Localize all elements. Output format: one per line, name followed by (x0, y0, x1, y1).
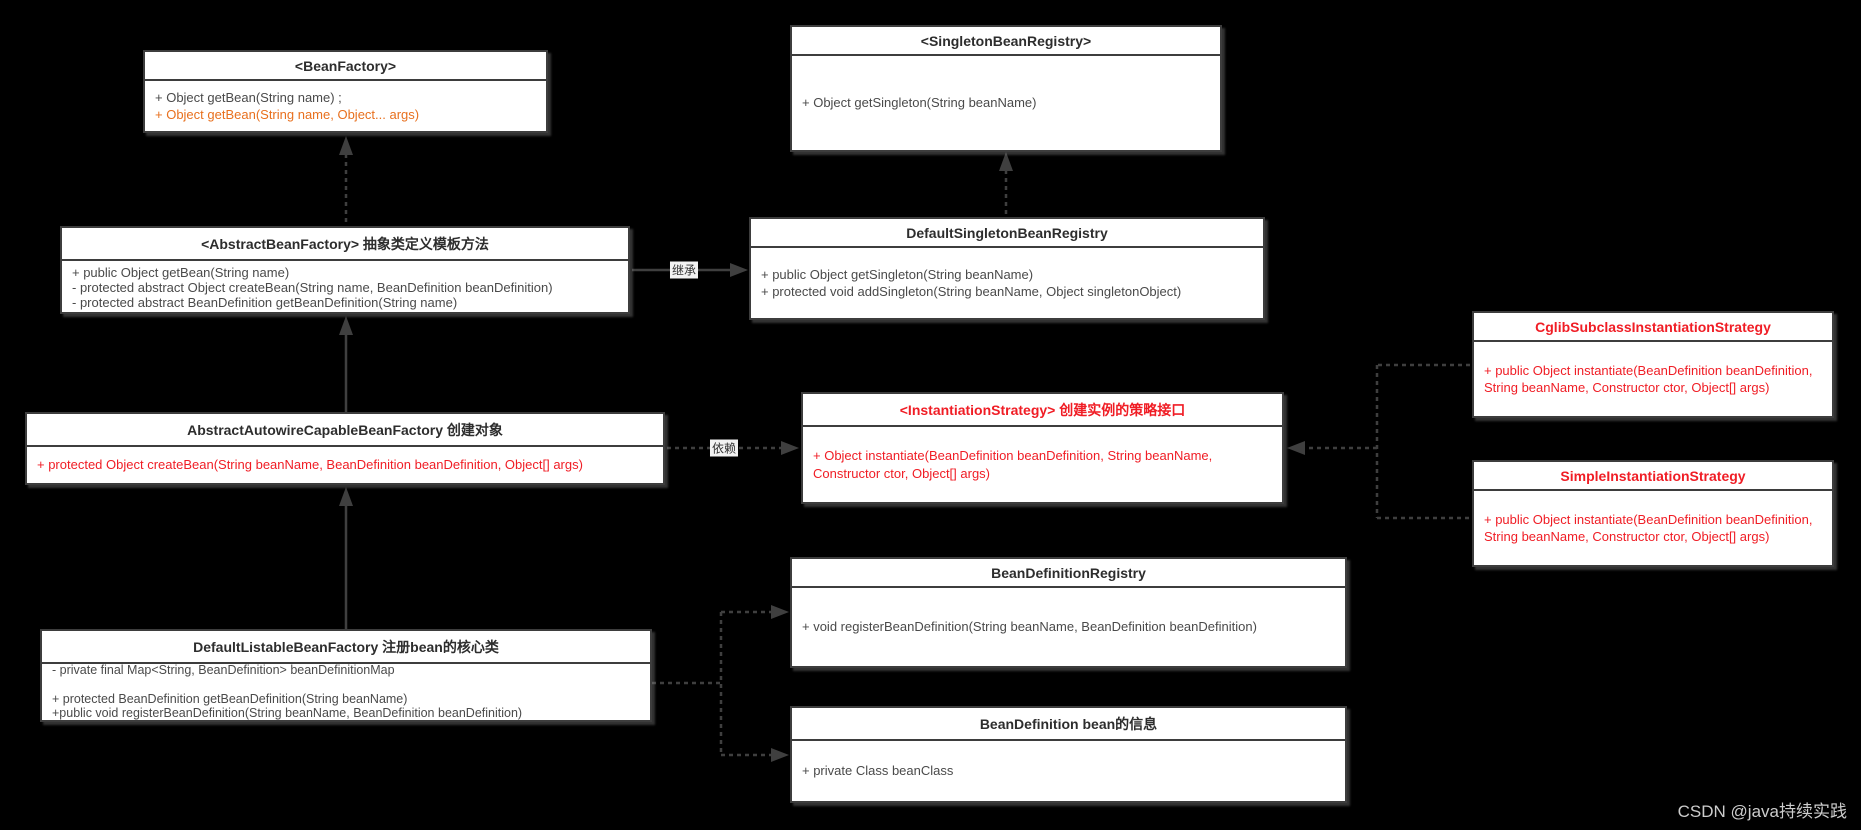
class-box-bean-definition: BeanDefinition bean的信息 + private Class b… (790, 706, 1347, 803)
class-box-simple-instantiation-strategy: SimpleInstantiationStrategy + public Obj… (1472, 460, 1834, 567)
class-body: + public Object getSingleton(String bean… (751, 248, 1263, 318)
class-title: <BeanFactory> (145, 52, 546, 81)
class-body: + Object instantiate(BeanDefinition bean… (803, 427, 1282, 502)
class-member: + protected void addSingleton(String bea… (761, 284, 1182, 299)
class-title: SimpleInstantiationStrategy (1474, 462, 1832, 491)
edge-dashed-arrow-defaultsingleton-to-singletonregistry (999, 152, 1013, 217)
class-member (52, 678, 640, 692)
edge-arrow-defaultlistable-to-autowire (339, 487, 353, 629)
class-body: + public Object getBean(String name) - p… (62, 261, 628, 312)
class-member: + public Object instantiate(BeanDefiniti… (1484, 362, 1813, 395)
class-title: DefaultSingletonBeanRegistry (751, 219, 1263, 248)
class-title: <AbstractBeanFactory> 抽象类定义模板方法 (62, 228, 628, 261)
class-box-singleton-bean-registry: <SingletonBeanRegistry> + Object getSing… (790, 25, 1222, 152)
class-title: CglibSubclassInstantiationStrategy (1474, 313, 1832, 342)
class-box-cglib-subclass-instantiation-strategy: CglibSubclassInstantiationStrategy + pub… (1472, 311, 1834, 418)
class-title: <InstantiationStrategy> 创建实例的策略接口 (803, 394, 1282, 427)
class-member: + public Object getBean(String name) (72, 265, 290, 280)
class-member: + Object getBean(String name) ; (155, 89, 342, 105)
class-title: <SingletonBeanRegistry> (792, 27, 1220, 56)
class-box-default-listable-bean-factory: DefaultListableBeanFactory 注册bean的核心类 - … (40, 629, 652, 722)
class-box-abstract-autowire-capable-bean-factory: AbstractAutowireCapableBeanFactory 创建对象 … (25, 412, 665, 485)
class-title: BeanDefinition bean的信息 (792, 708, 1345, 741)
class-box-abstract-bean-factory: <AbstractBeanFactory> 抽象类定义模板方法 + public… (60, 226, 630, 314)
class-body: + public Object instantiate(BeanDefiniti… (1474, 342, 1832, 416)
class-box-bean-definition-registry: BeanDefinitionRegistry + void registerBe… (790, 557, 1347, 668)
edge-label-depend: 依赖 (709, 439, 739, 457)
class-box-bean-factory: <BeanFactory> + Object getBean(String na… (143, 50, 548, 133)
class-title: DefaultListableBeanFactory 注册bean的核心类 (42, 631, 650, 664)
class-body: + void registerBeanDefinition(String bea… (792, 588, 1345, 666)
edge-dashed-arrow-abstractbeanfactory-to-beanfactory (339, 136, 353, 226)
edge-dashed-strategies-to-instantiationstrategy (1287, 363, 1470, 520)
class-body: + protected Object createBean(String bea… (27, 447, 663, 483)
class-member: + Object getSingleton(String beanName) (802, 95, 1037, 111)
class-member: + public Object instantiate(BeanDefiniti… (1484, 511, 1813, 544)
class-box-default-singleton-bean-registry: DefaultSingletonBeanRegistry + public Ob… (749, 217, 1265, 320)
edge-dashed-defaultlistable-to-registry-and-definition (652, 605, 789, 762)
class-box-instantiation-strategy: <InstantiationStrategy> 创建实例的策略接口 + Obje… (801, 392, 1284, 504)
class-member: + void registerBeanDefinition(String bea… (802, 619, 1257, 635)
class-title: BeanDefinitionRegistry (792, 559, 1345, 588)
class-member: + Object getBean(String name, Object... … (155, 107, 420, 122)
class-member: - private final Map<String, BeanDefiniti… (52, 664, 395, 678)
class-body: + Object getBean(String name) ; + Object… (145, 81, 546, 131)
class-member: +public void registerBeanDefinition(Stri… (52, 706, 523, 720)
class-title: AbstractAutowireCapableBeanFactory 创建对象 (27, 414, 663, 447)
class-member: - protected abstract Object createBean(S… (72, 280, 553, 295)
class-member: + public Object getSingleton(String bean… (761, 266, 1034, 282)
class-member: + protected Object createBean(String bea… (37, 457, 583, 473)
class-body: + Object getSingleton(String beanName) (792, 56, 1220, 150)
class-body: - private final Map<String, BeanDefiniti… (42, 664, 650, 720)
class-member: + private Class beanClass (802, 763, 954, 779)
class-member: + protected BeanDefinition getBeanDefini… (52, 692, 408, 706)
class-member: - protected abstract BeanDefinition getB… (72, 295, 458, 310)
edge-label-inherit: 继承 (669, 261, 699, 279)
edge-arrow-autowire-to-abstractbeanfactory (339, 316, 353, 412)
watermark: CSDN @java持续实践 (1677, 802, 1847, 821)
class-body: + public Object instantiate(BeanDefiniti… (1474, 491, 1832, 565)
class-member: + Object instantiate(BeanDefinition bean… (813, 448, 1213, 481)
class-body: + private Class beanClass (792, 741, 1345, 801)
